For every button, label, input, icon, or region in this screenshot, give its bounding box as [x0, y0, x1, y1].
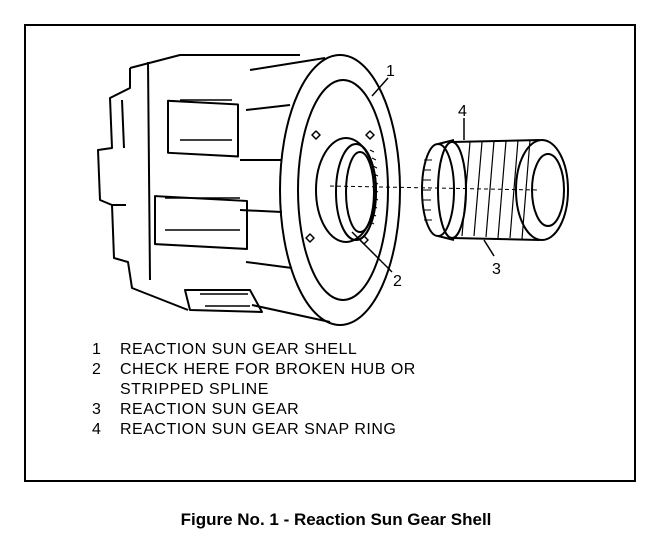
- legend-label: REACTION SUN GEAR SNAP RING: [120, 421, 397, 438]
- sun-gear-shell: [97, 54, 401, 326]
- shell-hub: [335, 143, 377, 241]
- leader-2: [351, 231, 393, 273]
- legend-item: 2 CHECK HERE FOR BROKEN HUB OR: [92, 360, 416, 380]
- shell-window-bottom: [184, 289, 263, 313]
- shell-window-lower: [154, 195, 248, 250]
- leader-1: [371, 77, 389, 97]
- legend-number: 4: [92, 421, 102, 438]
- callout-1: 1: [386, 63, 395, 80]
- legend-label: REACTION SUN GEAR: [120, 401, 300, 418]
- shell-rivets: [305, 130, 375, 245]
- legend-label-continued: STRIPPED SPLINE: [120, 381, 269, 398]
- sun-gear-end-face: [515, 139, 569, 241]
- shell-castellated-rim: [97, 68, 189, 311]
- shell-window-upper: [167, 99, 239, 158]
- legend-number: 2: [92, 361, 102, 378]
- snap-ring-teeth: [423, 159, 432, 221]
- legend-number: 1: [92, 341, 102, 358]
- legend-item: 3 REACTION SUN GEAR: [92, 400, 416, 420]
- legend-number: 3: [92, 401, 102, 418]
- sun-gear-body: [451, 139, 541, 241]
- shell-inner-rim: [147, 61, 151, 281]
- callout-4: 4: [458, 103, 467, 120]
- legend-label: REACTION SUN GEAR SHELL: [120, 341, 358, 358]
- shell-face-ring: [297, 79, 389, 301]
- legend-item: 1 REACTION SUN GEAR SHELL: [92, 340, 416, 360]
- callout-3: 3: [492, 261, 501, 278]
- figure-caption: Figure No. 1 - Reaction Sun Gear Shell: [180, 510, 492, 529]
- legend-item: STRIPPED SPLINE: [92, 380, 416, 400]
- legend: 1 REACTION SUN GEAR SHELL 2 CHECK HERE F…: [92, 340, 416, 440]
- shell-band-lines: [239, 57, 331, 323]
- reaction-sun-gear: [421, 139, 569, 241]
- shell-outer-face: [279, 54, 401, 326]
- legend-label: CHECK HERE FOR BROKEN HUB OR: [120, 361, 416, 378]
- leader-3: [483, 239, 495, 257]
- figure-frame: [24, 24, 636, 482]
- shell-top-edge: [129, 54, 300, 69]
- callout-2: 2: [393, 273, 402, 290]
- axis-line: [329, 185, 539, 191]
- legend-item: 4 REACTION SUN GEAR SNAP RING: [92, 420, 416, 440]
- shell-hub-splines: [369, 149, 379, 225]
- sun-gear-teeth: [461, 139, 531, 240]
